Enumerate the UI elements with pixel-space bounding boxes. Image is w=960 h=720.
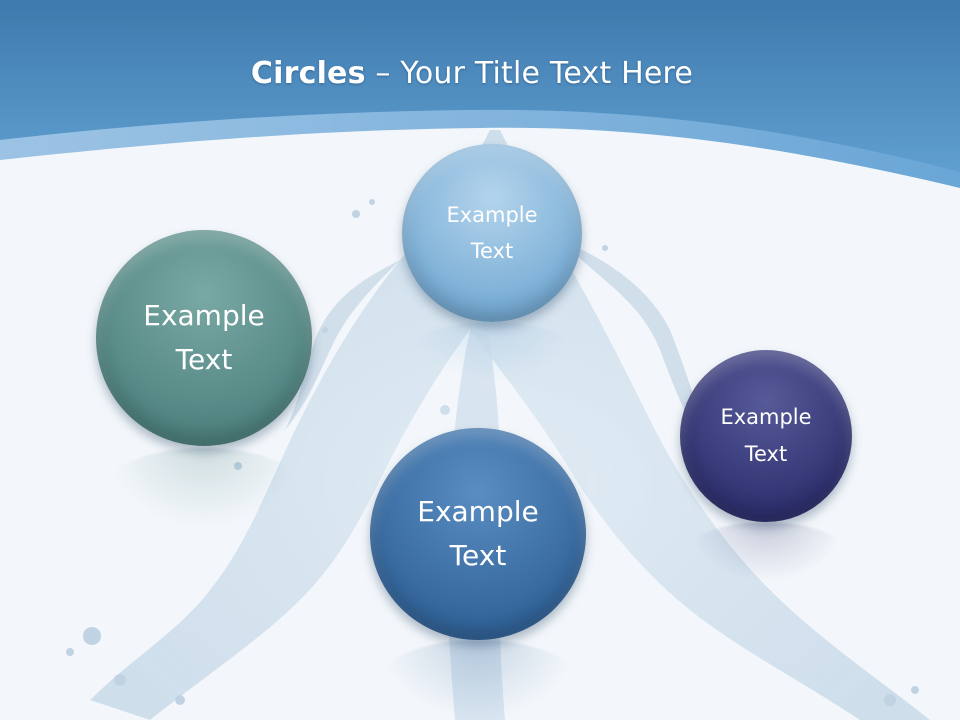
circle-reflection-1 [106,448,302,528]
slide-title: Circles – Your Title Text Here [0,52,944,96]
circle-reflection-3 [380,640,576,720]
title-bold: Circles [250,56,366,91]
circle-1-label: Example Text [143,299,265,376]
circle-reflection-2 [410,322,574,382]
circle-reflection-4 [688,522,844,582]
circle-3[interactable]: Example Text [370,428,586,640]
circle-2[interactable]: Example Text [402,144,582,322]
title-rest: – Your Title Text Here [365,56,694,91]
circle-1[interactable]: Example Text [96,230,312,446]
circle-2-label: Example Text [446,203,538,263]
circle-4[interactable]: Example Text [680,350,852,522]
circle-4-label: Example Text [720,405,812,466]
circle-3-label: Example Text [417,495,539,572]
